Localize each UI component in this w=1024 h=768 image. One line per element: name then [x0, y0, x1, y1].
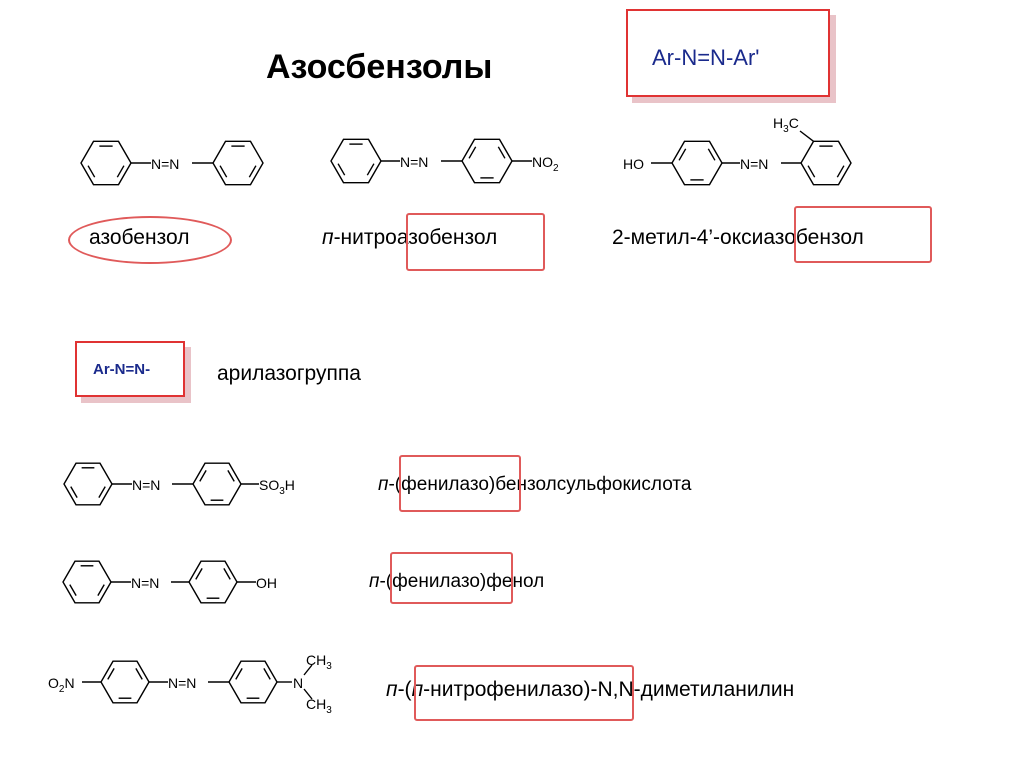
sulfo-label: SO3H	[259, 477, 295, 497]
structure-azobenzene: N=N	[80, 140, 264, 186]
name-rest: -(фенилазо)фенол	[379, 571, 545, 592]
slide-title: Азосбензолы	[266, 48, 493, 86]
ring-double-bond	[468, 146, 477, 159]
ring-outline	[62, 560, 112, 604]
ring-outline	[212, 140, 264, 186]
ring-outline	[63, 462, 113, 506]
ring-double-bond	[227, 470, 235, 482]
highlight-frame-azo-2	[794, 206, 932, 263]
benzene-ring	[671, 140, 723, 186]
ring-double-bond	[87, 165, 96, 178]
ring-double-bond	[366, 163, 375, 176]
structure-phenylazo-sulfonic-acid: N=N SO3H	[63, 462, 295, 506]
name-mid: -(	[397, 678, 412, 701]
ring-double-bond	[199, 470, 207, 482]
benzene-ring	[212, 140, 264, 186]
structure-phenylazo-phenol: N=N OH	[62, 560, 277, 604]
ring-double-bond	[98, 486, 106, 498]
ring-outline	[330, 138, 382, 184]
ring-double-bond	[497, 146, 506, 159]
amine-n-label: N	[293, 675, 303, 691]
compound-name-phenylazo-phenol: п-(фенилазо)фенол	[369, 571, 544, 593]
azo-label: N=N	[151, 156, 179, 172]
ring-double-bond	[337, 163, 346, 176]
para-prefix: п	[386, 678, 398, 701]
azo-label: N=N	[400, 154, 428, 170]
ring-double-bond	[807, 165, 816, 178]
aryl-azo-formula: Ar-N=N-	[93, 361, 151, 378]
ring-double-bond	[69, 584, 77, 596]
ring-double-bond	[135, 668, 143, 680]
benzene-ring	[100, 660, 150, 704]
ring-double-bond	[235, 668, 243, 680]
compound-name-p-nitroazobenzene: п-нитроазобензол	[322, 226, 497, 250]
structure-p-nitroazobenzene: N=N NO2	[330, 138, 559, 184]
ring-outline	[100, 660, 150, 704]
name-rest: -нитрофенилазо)-N,N-диметиланилин	[423, 678, 795, 701]
hydroxy-label: HO	[623, 156, 644, 172]
benzene-ring	[800, 140, 852, 186]
azo-label: N=N	[132, 477, 160, 493]
aryl-azo-group-name: арилазогруппа	[217, 362, 361, 385]
structure-nitrophenylazo-dimethylaniline: O2N N=N N CH3 CH3	[48, 652, 332, 716]
ring-double-bond	[263, 668, 271, 680]
methyl-label-top: CH3	[306, 652, 332, 672]
benzene-ring	[461, 138, 513, 184]
ring-outline	[800, 140, 852, 186]
compound-name-methyl-oxyazobenzene: 2-метил-4’-оксиазобензол	[612, 226, 864, 249]
benzene-ring	[188, 560, 238, 604]
highlight-oval-azobenzene	[68, 216, 232, 264]
hydroxy-label: OH	[256, 575, 277, 591]
ring-double-bond	[219, 165, 228, 178]
ring-outline	[188, 560, 238, 604]
ring-outline	[228, 660, 278, 704]
ring-double-bond	[248, 165, 257, 178]
aryl-azo-formula-box: Ar-N=N-	[75, 341, 185, 397]
methyl-label: H3C	[773, 115, 799, 135]
ring-double-bond	[107, 668, 115, 680]
ring-outline	[461, 138, 513, 184]
compound-name-nitrophenylazo-dimethylaniline: п-(п-нитрофенилазо)-N,N-диметиланилин	[386, 678, 794, 702]
para-prefix: п	[369, 571, 380, 592]
highlight-frame-phenylazo-2	[390, 552, 513, 604]
ring-outline	[671, 140, 723, 186]
name-rest: -(фенилазо)бензолсульфокислота	[388, 474, 692, 495]
methyl-label-bottom: CH3	[306, 696, 332, 716]
ring-double-bond	[195, 568, 203, 580]
ring-double-bond	[678, 148, 687, 161]
para-prefix-2: п	[411, 678, 424, 701]
ring-double-bond	[70, 486, 78, 498]
highlight-frame-phenylazo-1	[399, 455, 521, 512]
highlight-frame-nitrophenylazo	[414, 665, 634, 721]
general-formula: Ar-N=N-Ar'	[652, 45, 760, 70]
azo-label: N=N	[168, 675, 196, 691]
ring-double-bond	[836, 165, 845, 178]
benzene-ring	[330, 138, 382, 184]
azo-label: N=N	[131, 575, 159, 591]
para-prefix: п	[322, 226, 334, 249]
compound-name-phenylazo-sulfonic-acid: п-(фенилазо)бензолсульфокислота	[378, 474, 691, 496]
benzene-ring	[228, 660, 278, 704]
ring-outline	[80, 140, 132, 186]
ring-double-bond	[116, 165, 125, 178]
ring-outline	[192, 462, 242, 506]
benzene-ring	[62, 560, 112, 604]
structure-methyl-oxyazobenzene: HO N=N H3C	[623, 115, 852, 186]
nitro-label: O2N	[48, 675, 75, 695]
azo-label: N=N	[740, 156, 768, 172]
para-prefix: п	[378, 474, 389, 495]
benzene-ring	[63, 462, 113, 506]
ring-double-bond	[707, 148, 716, 161]
highlight-frame-azo-1	[406, 213, 545, 271]
general-formula-box: Ar-N=N-Ar'	[626, 9, 830, 97]
name-rest: -нитроазобензол	[333, 226, 498, 249]
ring-double-bond	[223, 568, 231, 580]
ring-double-bond	[97, 584, 105, 596]
benzene-ring	[192, 462, 242, 506]
nitro-label: NO2	[532, 154, 559, 174]
benzene-ring	[80, 140, 132, 186]
